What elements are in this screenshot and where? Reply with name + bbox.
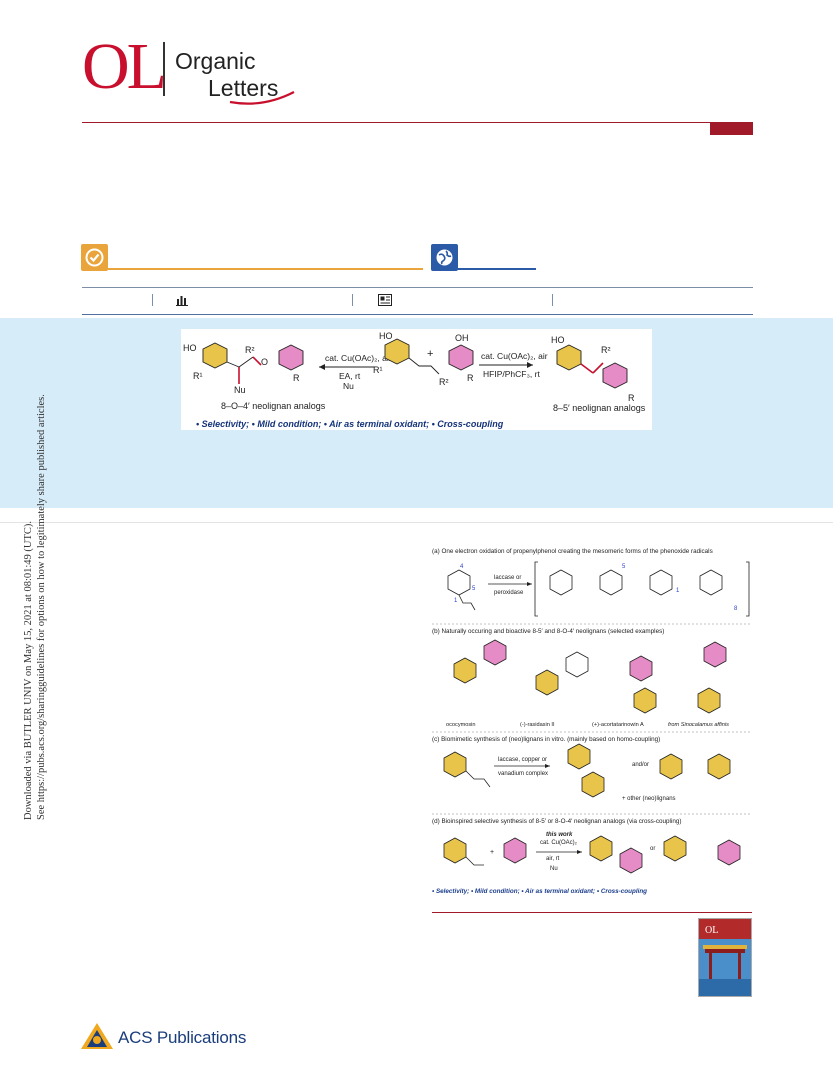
toc-right-label: 8–5′ neolignan analogs xyxy=(553,403,646,413)
compound-name-1: ococymosin xyxy=(446,722,476,728)
panel-a-title: (a) One electron oxidation of propenylph… xyxy=(432,548,713,555)
figure-tags: • Selectivity; • Mild condition; • Air a… xyxy=(432,888,648,895)
logo-divider xyxy=(163,42,165,96)
journal-cover-thumbnail[interactable]: OL xyxy=(698,918,752,997)
panel-c-andor: and/or xyxy=(632,762,649,768)
access-underline xyxy=(108,268,423,270)
toc-right-cond2: HFIP/PhCF₃, rt xyxy=(483,369,540,379)
panel-d-or: or xyxy=(650,846,655,852)
svg-text:4: 4 xyxy=(460,564,464,570)
download-notice-line1: Downloaded via BUTLER UNIV on May 15, 20… xyxy=(23,520,34,820)
figure-1[interactable]: (a) One electron oxidation of propenylph… xyxy=(432,544,752,898)
panel-a-reagent2: peroxidase xyxy=(494,590,524,596)
open-access-underline xyxy=(458,268,536,270)
journal-logo-letters: OL xyxy=(82,30,167,103)
toc-ho-left: HO xyxy=(183,343,197,353)
toc-r2-left: R² xyxy=(245,345,255,355)
cite-access-button[interactable] xyxy=(81,244,108,271)
svg-text:5: 5 xyxy=(622,564,626,570)
download-notice: Downloaded via BUTLER UNIV on May 15, 20… xyxy=(22,394,48,820)
panel-d-this-work: this work xyxy=(546,832,573,838)
metrics-separator xyxy=(552,294,553,306)
compound-name-2: (-)-rasidasin II xyxy=(520,722,555,728)
toc-r-left: R xyxy=(293,373,300,383)
globe-icon xyxy=(436,249,453,266)
toc-left-label: 8–O–4′ neolignan analogs xyxy=(221,401,326,411)
logo-swoosh-icon xyxy=(229,91,295,105)
article-recommendations-icon[interactable] xyxy=(378,294,393,306)
cover-art-icon: OL xyxy=(699,919,751,996)
metrics-chart-icon[interactable] xyxy=(176,294,189,306)
svg-text:8: 8 xyxy=(734,606,738,612)
toc-ho-middle: HO xyxy=(379,331,393,341)
publisher-name[interactable]: ACS Publications xyxy=(118,1028,247,1047)
check-icon xyxy=(85,248,104,267)
compound-name-3: (+)-acortatarinowin A xyxy=(592,722,644,728)
download-notice-line2[interactable]: See https://pubs.acs.org/sharingguidelin… xyxy=(36,394,47,820)
metrics-separator xyxy=(352,294,353,306)
header-tab xyxy=(710,123,753,135)
figure-caption-rule xyxy=(432,912,752,913)
metrics-bar-top xyxy=(82,287,753,288)
panel-b-title: (b) Naturally occuring and bioactive 8-5… xyxy=(432,628,664,635)
open-access-button[interactable] xyxy=(431,244,458,271)
panel-c-reagent1: laccase, copper or xyxy=(498,757,547,763)
toc-r2-right: R² xyxy=(601,345,611,355)
toc-oh: OH xyxy=(455,333,469,343)
toc-nu: Nu xyxy=(234,385,246,395)
panel-d-plus: + xyxy=(490,849,494,856)
metrics-bar-bottom xyxy=(82,314,753,315)
toc-left-cond1: cat. Cu(OAc)₂, air xyxy=(325,353,392,363)
journal-name-line1: Organic xyxy=(175,48,256,74)
toc-left-cond3: Nu xyxy=(343,381,354,391)
panel-c-title: (c) Biomimetic synthesis of (neo)lignans… xyxy=(432,736,660,743)
svg-text:1: 1 xyxy=(454,598,458,604)
toc-ho-right: HO xyxy=(551,335,565,345)
panel-c-reagent2: vanadium complex xyxy=(498,771,548,777)
toc-graphic[interactable]: HO R¹ Nu R² O R 8–O–4′ neolignan analogs… xyxy=(181,329,652,430)
header-rule xyxy=(82,122,753,123)
panel-c-other: + other (neo)lignans xyxy=(622,796,676,802)
section-divider xyxy=(0,522,833,523)
toc-r-right: R xyxy=(628,393,635,403)
toc-oxygen: O xyxy=(261,357,268,367)
toc-left-cond2: EA, rt xyxy=(339,371,361,381)
acs-logo-icon xyxy=(81,1023,113,1049)
toc-scheme: HO R¹ Nu R² O R 8–O–4′ neolignan analogs… xyxy=(183,331,646,413)
svg-text:1: 1 xyxy=(676,588,680,594)
toc-r1-middle: R¹ xyxy=(373,365,383,375)
toc-r-middle: R xyxy=(467,373,474,383)
panel-a-reagent1: laccase or xyxy=(494,575,521,581)
toc-tags: • Selectivity; • Mild condition; • Air a… xyxy=(196,419,504,429)
metrics-separator xyxy=(152,294,153,306)
svg-text:5: 5 xyxy=(472,586,476,592)
panel-d-cond2: air, rt xyxy=(546,856,560,862)
journal-name-line2: Letters xyxy=(208,75,279,101)
figure-1-scheme: (a) One electron oxidation of propenylph… xyxy=(432,548,752,874)
panel-d-title: (d) Bioinspired selective synthesis of 8… xyxy=(432,818,681,825)
toc-r1-left: R¹ xyxy=(193,371,203,381)
compound-name-4: from Sinocalamus affinis xyxy=(668,722,729,728)
toc-r2-middle: R² xyxy=(439,377,449,387)
toc-plus: + xyxy=(427,348,433,360)
panel-d-nu: Nu xyxy=(550,866,558,872)
panel-d-cond1: cat. Cu(OAc)₂ xyxy=(540,840,578,846)
toc-right-cond1: cat. Cu(OAc)₂, air xyxy=(481,351,548,361)
cover-logo: OL xyxy=(705,925,718,936)
